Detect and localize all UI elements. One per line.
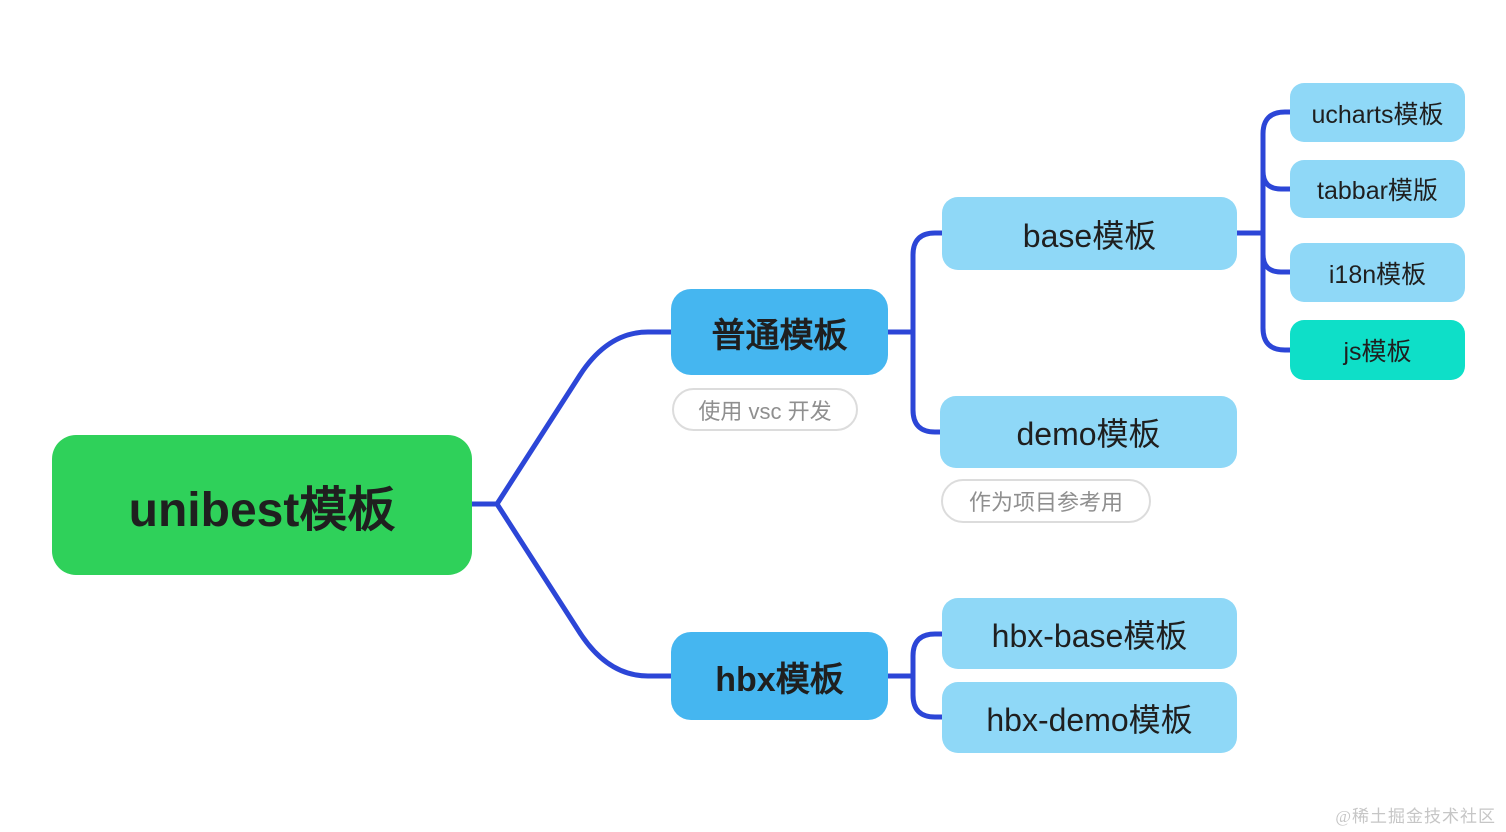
node-i18n-template[interactable]: i18n模板 (1290, 243, 1465, 302)
edge-base-to-i18n (1260, 251, 1293, 275)
node-normal-templates[interactable]: 普通模板 (671, 289, 888, 375)
note-project-reference[interactable]: 作为项目参考用 (941, 479, 1151, 523)
node-hbx-demo-template[interactable]: hbx-demo模板 (942, 682, 1237, 753)
edge-normal-children-trunk (910, 230, 945, 435)
note-vsc-development[interactable]: 使用 vsc 开发 (672, 388, 858, 431)
node-base-template[interactable]: base模板 (942, 197, 1237, 270)
edge-root-to-normal (494, 329, 674, 507)
node-hbx-templates[interactable]: hbx模板 (671, 632, 888, 720)
edge-base-children-trunk (1260, 109, 1293, 353)
edge-base-to-tabbar (1260, 168, 1293, 192)
node-root-unibest[interactable]: unibest模板 (52, 435, 472, 575)
node-ucharts-template[interactable]: ucharts模板 (1290, 83, 1465, 142)
node-tabbar-template[interactable]: tabbar模版 (1290, 160, 1465, 218)
juejin-watermark: @稀土掘金技术社区 (1335, 807, 1496, 826)
node-demo-template[interactable]: demo模板 (940, 396, 1237, 468)
edge-hbx-children-trunk (910, 631, 945, 720)
edge-root-to-hbx (494, 501, 674, 679)
node-hbx-base-template[interactable]: hbx-base模板 (942, 598, 1237, 669)
node-js-template[interactable]: js模板 (1290, 320, 1465, 380)
